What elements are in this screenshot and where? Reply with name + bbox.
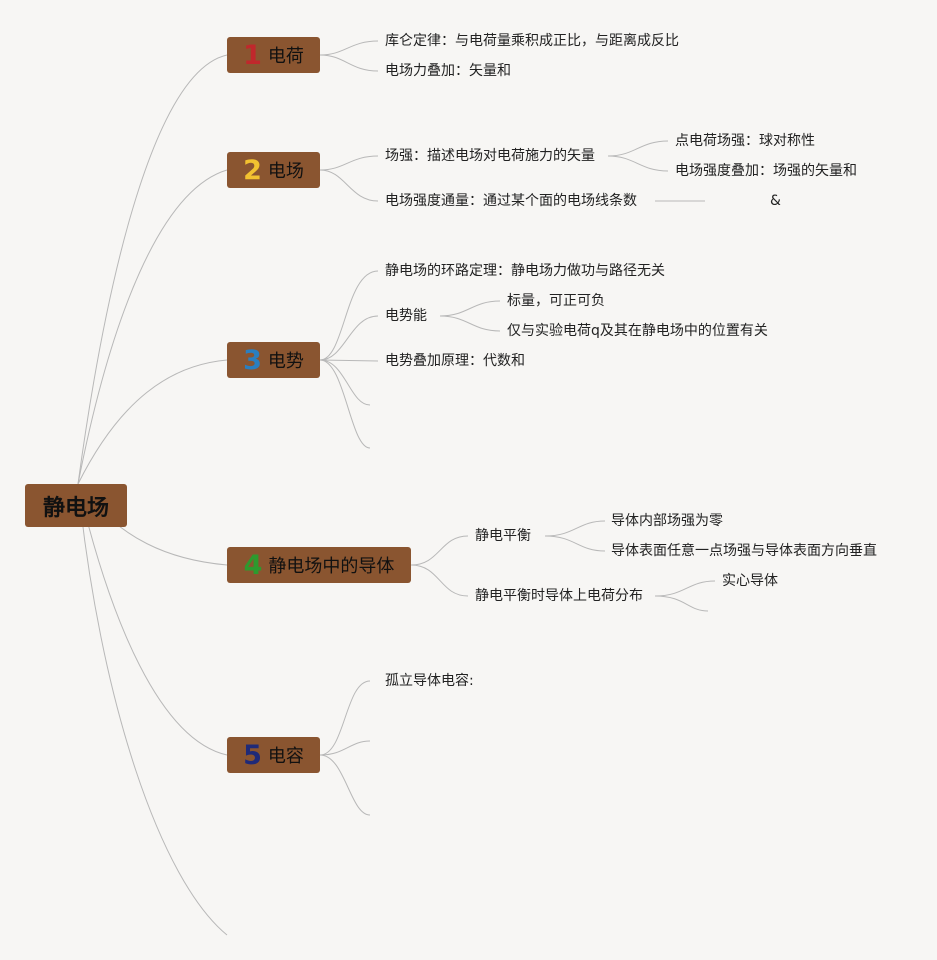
root-node[interactable]: 静电场 [25, 484, 127, 527]
topic-surface-field-perpendicular[interactable]: 导体表面任意一点场强与导体表面方向垂直 [611, 543, 877, 559]
topic-isolated-capacitance[interactable]: 孤立导体电容: [385, 673, 474, 689]
branch-label-3: 电势 [267, 351, 304, 372]
branch-node-3[interactable]: 3 电势 [227, 342, 320, 378]
topic-point-charge-field[interactable]: 点电荷场强：球对称性 [675, 133, 815, 149]
root-label: 静电场 [42, 495, 109, 521]
branch-number-4: 4 [243, 549, 263, 581]
branch-node-1[interactable]: 1 电荷 [227, 37, 320, 73]
topic-position-dependence[interactable]: 仅与实验电荷q及其在静电场中的位置有关 [507, 323, 768, 339]
branch-node-2[interactable]: 2 电场 [227, 152, 320, 188]
topic-inner-field-zero[interactable]: 导体内部场强为零 [611, 513, 723, 529]
branch-label-1: 电荷 [267, 46, 304, 67]
branch-number-2: 2 [243, 154, 262, 186]
topic-solid-conductor[interactable]: 实心导体 [722, 573, 778, 589]
branch-label-5: 电容 [267, 746, 304, 767]
topic-field-strength[interactable]: 场强：描述电场对电荷施力的矢量 [385, 148, 595, 164]
branch-label-4: 静电场中的导体 [268, 556, 395, 577]
branch-number-3: 3 [243, 344, 262, 376]
branch-number-1: 1 [243, 39, 262, 71]
topic-loop-theorem[interactable]: 静电场的环路定理：静电场力做功与路径无关 [385, 263, 665, 279]
topic-scalar[interactable]: 标量，可正可负 [507, 293, 605, 309]
topic-charge-distribution[interactable]: 静电平衡时导体上电荷分布 [475, 588, 643, 604]
topic-electrostatic-equilibrium[interactable]: 静电平衡 [475, 528, 531, 544]
branch-node-5[interactable]: 5 电容 [227, 737, 320, 773]
topic-potential-energy[interactable]: 电势能 [385, 308, 427, 324]
branch-label-2: 电场 [267, 161, 304, 182]
topic-potential-superposition[interactable]: 电势叠加原理：代数和 [385, 353, 525, 369]
branch-node-4[interactable]: 4 静电场中的导体 [227, 547, 411, 583]
topic-field-flux[interactable]: 电场强度通量：通过某个面的电场线条数 [385, 193, 637, 209]
branch-number-5: 5 [243, 739, 262, 771]
topic-ampersand[interactable]: & [770, 193, 781, 209]
topic-force-superposition[interactable]: 电场力叠加：矢量和 [385, 63, 511, 79]
topic-coulomb-law[interactable]: 库仑定律：与电荷量乘积成正比，与距离成反比 [385, 33, 679, 49]
topic-field-superposition[interactable]: 电场强度叠加：场强的矢量和 [675, 163, 857, 179]
